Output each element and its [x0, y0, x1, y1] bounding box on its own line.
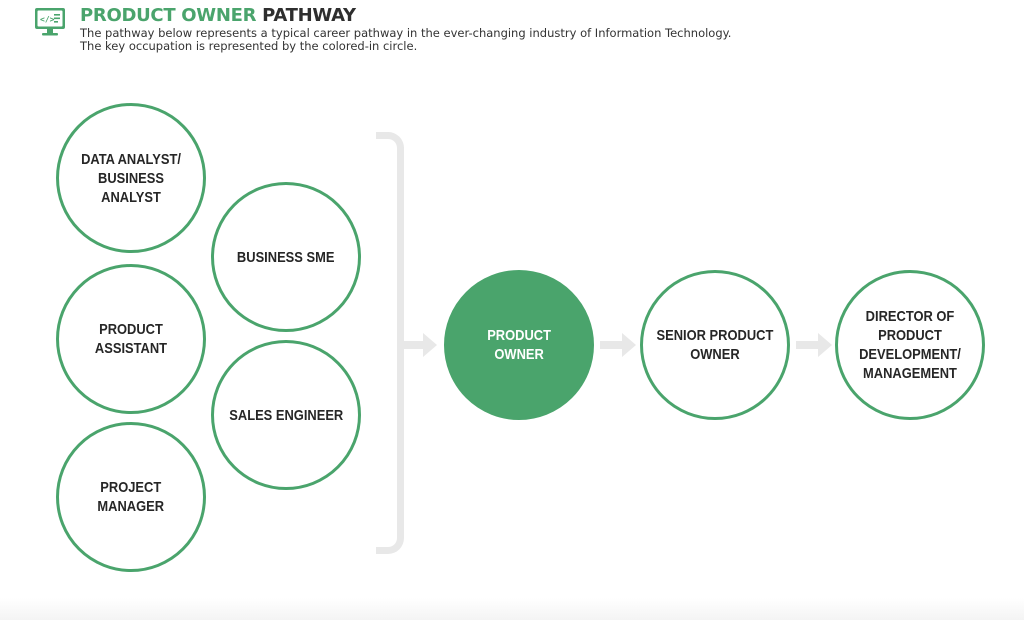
node-project-manager: PROJECT MANAGER	[56, 422, 206, 572]
node-label: SALES ENGINEER	[229, 406, 343, 424]
title-rest: PATHWAY	[262, 5, 356, 26]
node-senior-product-owner: SENIOR PRODUCT OWNER	[640, 270, 790, 420]
subtitle-line-1: The pathway below represents a typical c…	[80, 26, 732, 40]
node-product-owner: PRODUCT OWNER	[444, 270, 594, 420]
node-label: PROJECT MANAGER	[97, 479, 165, 515]
node-label: PRODUCT OWNER	[487, 327, 551, 363]
node-label: DATA ANALYST/ BUSINESS ANALYST	[81, 150, 181, 206]
node-data-analyst: DATA ANALYST/ BUSINESS ANALYST	[56, 103, 206, 253]
footer-band	[0, 598, 1024, 620]
subtitle-line-2: The key occupation is represented by the…	[80, 39, 418, 53]
feeder-bracket	[376, 132, 404, 554]
arrow-right-icon	[796, 333, 832, 357]
node-label: SENIOR PRODUCT OWNER	[656, 327, 774, 363]
node-label: DIRECTOR OF PRODUCT DEVELOPMENT/ MANAGEM…	[859, 308, 961, 382]
node-director: DIRECTOR OF PRODUCT DEVELOPMENT/ MANAGEM…	[835, 270, 985, 420]
monitor-code-icon: </>	[35, 8, 65, 36]
node-label: PRODUCT ASSISTANT	[94, 321, 168, 357]
page-subtitle: The pathway below represents a typical c…	[80, 27, 800, 53]
svg-text:</>: </>	[40, 15, 55, 24]
arrow-right-icon	[401, 333, 437, 357]
arrow-right-icon	[600, 333, 636, 357]
node-sales-engineer: SALES ENGINEER	[211, 340, 361, 490]
node-label: BUSINESS SME	[237, 248, 335, 266]
node-product-assistant: PRODUCT ASSISTANT	[56, 264, 206, 414]
node-business-sme: BUSINESS SME	[211, 182, 361, 332]
page-title: PRODUCT OWNER PATHWAY	[80, 6, 356, 26]
title-accent: PRODUCT OWNER	[80, 5, 257, 26]
